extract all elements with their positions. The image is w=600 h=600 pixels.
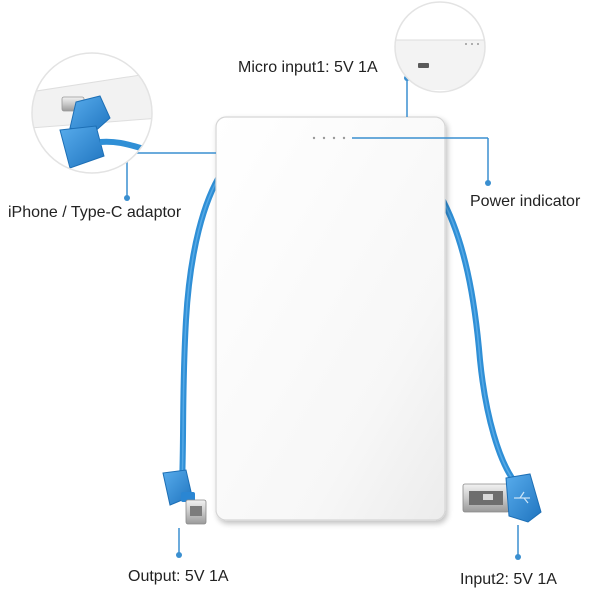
label-micro-input: Micro input1: 5V 1A [238, 59, 378, 76]
led-dot [332, 136, 336, 140]
micro-usb-connector-icon [162, 469, 207, 525]
callout-dot [515, 554, 521, 560]
label-input2: Input2: 5V 1A [460, 571, 557, 588]
callout-dot [124, 195, 130, 201]
callout-output [176, 528, 182, 558]
callout-dot [485, 180, 491, 186]
led-dot [342, 136, 346, 140]
callout-input2 [515, 525, 521, 560]
zoom-adaptor [32, 53, 152, 173]
micro-port-slot [418, 63, 429, 68]
led-dot [322, 136, 326, 140]
power-bank-body [215, 116, 446, 521]
callout-adaptor [31, 52, 216, 201]
usb-symbol-icon [514, 491, 530, 504]
micro-plug-slot [190, 506, 202, 516]
led-dot [312, 136, 316, 140]
label-adaptor: iPhone / Type-C adaptor [8, 204, 182, 221]
label-output: Output: 5V 1A [128, 568, 229, 585]
power-indicator-leds [312, 136, 346, 140]
right-cable [437, 192, 515, 481]
callout-dot [176, 552, 182, 558]
micro-connector-neck [181, 492, 195, 502]
callout-power-indicator [352, 137, 491, 186]
label-power-indicator: Power indicator [470, 193, 581, 210]
usb-plug-pin [483, 494, 493, 500]
zoom-micro-port [395, 2, 485, 92]
callout-micro-input [394, 1, 486, 117]
usb-a-connector-icon [462, 473, 542, 523]
right-cable-highlight [439, 194, 513, 479]
left-cable-highlight [181, 171, 223, 486]
